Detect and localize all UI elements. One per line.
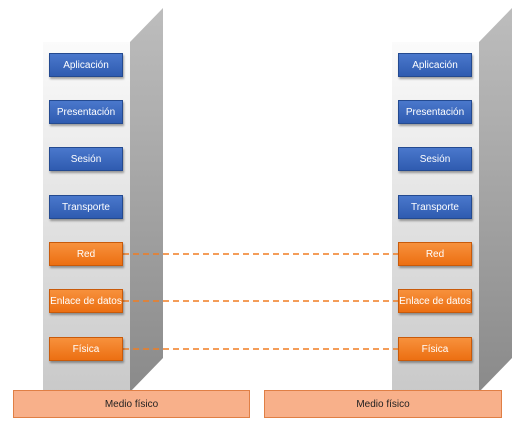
right-layer-red: Red [398, 242, 472, 266]
left-layer-transporte: Transporte [49, 195, 123, 219]
left-layer-sesion: Sesión [49, 147, 123, 171]
left-layer-red: Red [49, 242, 123, 266]
left-layer-fisica: Física [49, 337, 123, 361]
right-layer-sesion: Sesión [398, 147, 472, 171]
right-pillar-side [479, 8, 512, 392]
right-layer-presentacion: Presentación [398, 100, 472, 124]
left-physical-medium: Medio físico [13, 390, 250, 418]
left-layer-aplicacion: Aplicación [49, 53, 123, 77]
right-layer-transporte: Transporte [398, 195, 472, 219]
connection-lines [123, 253, 398, 350]
right-physical-medium: Medio físico [264, 390, 502, 418]
right-layer-fisica: Física [398, 337, 472, 361]
left-pillar-side [130, 8, 163, 392]
left-layer-enlace-de-datos: Enlace de datos [49, 289, 123, 313]
left-layer-presentacion: Presentación [49, 100, 123, 124]
right-layer-aplicacion: Aplicación [398, 53, 472, 77]
right-layer-enlace-de-datos: Enlace de datos [398, 289, 472, 313]
